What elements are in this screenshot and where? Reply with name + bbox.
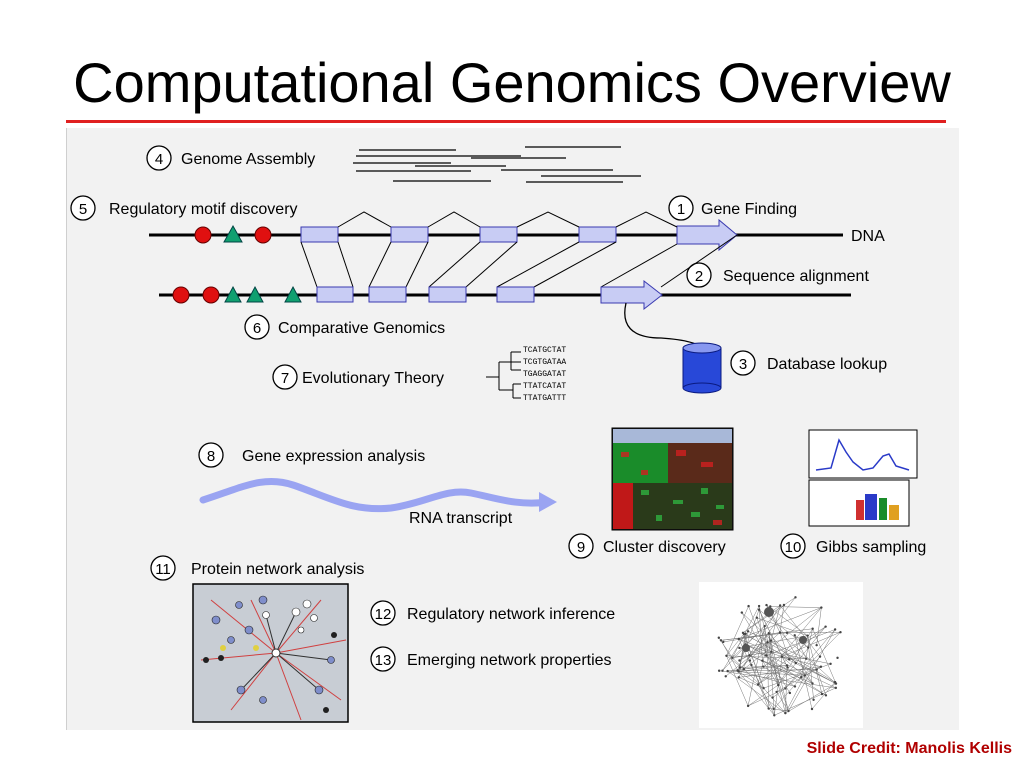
rna-label: RNA transcript [409, 510, 513, 527]
topic-number: 8 [207, 448, 215, 465]
topic-gibbs-sampling: 10 Gibbs sampling [780, 429, 926, 559]
topic-cluster-discovery: 9 Cluster discovery [568, 427, 734, 559]
diagram-panel: 4 Genome Assembly 5 Regulatory motif dis… [66, 128, 959, 730]
topic-number-badge [272, 364, 298, 390]
topic-number: 11 [155, 561, 171, 578]
alignment-connectors [300, 234, 738, 288]
motif-green-marker [246, 285, 264, 303]
rna-wave [199, 478, 553, 513]
motif-red-marker [202, 286, 220, 304]
motif-plot-image [808, 429, 918, 527]
topic-number: 10 [785, 539, 802, 556]
intron-splice [337, 211, 392, 228]
topic-number-badge [150, 555, 176, 581]
sequence-text: TTATGATTT [523, 394, 566, 403]
exon [479, 226, 518, 243]
sequence-text: TGAGGATAT [523, 370, 566, 379]
lookup-connector [624, 302, 705, 351]
topic-number: 7 [281, 370, 289, 387]
topic-number-badge [70, 195, 96, 221]
topic-label: Gene expression analysis [242, 448, 425, 465]
motif-red-marker [254, 226, 272, 244]
genomics-diagram: 4 Genome Assembly 5 Regulatory motif dis… [70, 145, 926, 728]
topic-database-lookup: 3 Database lookup [624, 302, 887, 394]
topic-number: 3 [739, 356, 747, 373]
topic-sequence-alignment: 2 Sequence alignment [686, 262, 869, 288]
topic-number-badge [244, 314, 270, 340]
topic-comparative-genomics: 6 Comparative Genomics [244, 314, 445, 340]
sequence-text: TTATCATAT [523, 382, 566, 391]
topic-label: Genome Assembly [181, 151, 315, 168]
title-divider [66, 120, 946, 123]
sequence-text: TCGTGATAA [523, 358, 566, 367]
topic-number-badge [668, 195, 694, 221]
topic-number-badge [370, 646, 396, 672]
topic-label: Gene Finding [701, 201, 797, 218]
exon [428, 286, 467, 303]
topic-regulatory-network-inference: 12 Regulatory network inference [370, 600, 615, 626]
topic-number-badge [146, 145, 172, 171]
topic-label: Evolutionary Theory [302, 370, 444, 387]
topic-protein-network: 11 Protein network analysis [150, 555, 364, 723]
topic-label: Regulatory motif discovery [109, 201, 298, 218]
intron-splice [427, 211, 481, 228]
heatmap-image [611, 427, 734, 531]
network-hairball-image [699, 582, 863, 728]
topic-evolutionary-theory: 7 Evolutionary Theory TCATGCTAT TCGTGATA… [272, 346, 566, 403]
gene-arrow [600, 279, 663, 311]
motif-green-marker [284, 285, 302, 303]
topic-label: Sequence alignment [723, 268, 869, 285]
topic-number-badge [730, 350, 756, 376]
topic-number: 6 [253, 320, 261, 337]
topic-number: 1 [677, 201, 685, 218]
exon [316, 286, 354, 303]
topic-label: Protein network analysis [191, 561, 364, 578]
motif-green-marker [224, 285, 242, 303]
exon [368, 286, 407, 303]
exon [496, 286, 535, 303]
topic-gene-finding: 1 Gene Finding [668, 195, 797, 221]
topic-label: Comparative Genomics [278, 320, 445, 337]
topic-number: 5 [79, 201, 87, 218]
topic-regulatory-motif-discovery: 5 Regulatory motif discovery [70, 195, 298, 221]
sequence-text: TCATGCTAT [523, 346, 566, 355]
topic-number-badge [780, 533, 806, 559]
motif-green-marker [223, 224, 243, 243]
topic-label: Regulatory network inference [407, 606, 615, 623]
motif-red-marker [172, 286, 190, 304]
topic-number-badge [370, 600, 396, 626]
topic-number-badge [568, 533, 594, 559]
topic-number-badge [198, 442, 224, 468]
rna-arrowhead [539, 492, 557, 512]
dna-label: DNA [851, 228, 885, 245]
dna-strand-top: DNA [149, 211, 885, 252]
topic-number: 9 [577, 539, 585, 556]
topic-gene-expression: 8 Gene expression analysis RNA transcrip… [198, 442, 557, 527]
topic-label: Database lookup [767, 356, 887, 373]
motif-red-marker [194, 226, 212, 244]
exon [300, 226, 339, 243]
gene-arrow [676, 218, 738, 252]
exon [578, 226, 617, 243]
topic-label: Emerging network properties [407, 652, 612, 669]
topic-number: 13 [375, 652, 392, 669]
phylogenetic-tree [486, 351, 521, 399]
intron-splice [615, 211, 678, 228]
exon [390, 226, 429, 243]
protein-network-image [192, 583, 349, 723]
topic-number: 2 [695, 268, 703, 285]
topic-number-badge [686, 262, 712, 288]
topic-number: 12 [375, 606, 392, 623]
database-icon [682, 342, 722, 394]
topic-label: Gibbs sampling [816, 539, 926, 556]
intron-splice [516, 211, 580, 228]
topic-emerging-network-properties: 13 Emerging network properties [370, 646, 612, 672]
slide-credit: Slide Credit: Manolis Kellis [806, 740, 1012, 757]
slide-title: Computational Genomics Overview [73, 51, 951, 114]
dna-strand-bottom [159, 279, 851, 311]
topic-label: Cluster discovery [603, 539, 726, 556]
sequence-reads [353, 146, 641, 183]
topic-genome-assembly: 4 Genome Assembly [146, 145, 641, 183]
topic-number: 4 [155, 151, 163, 168]
